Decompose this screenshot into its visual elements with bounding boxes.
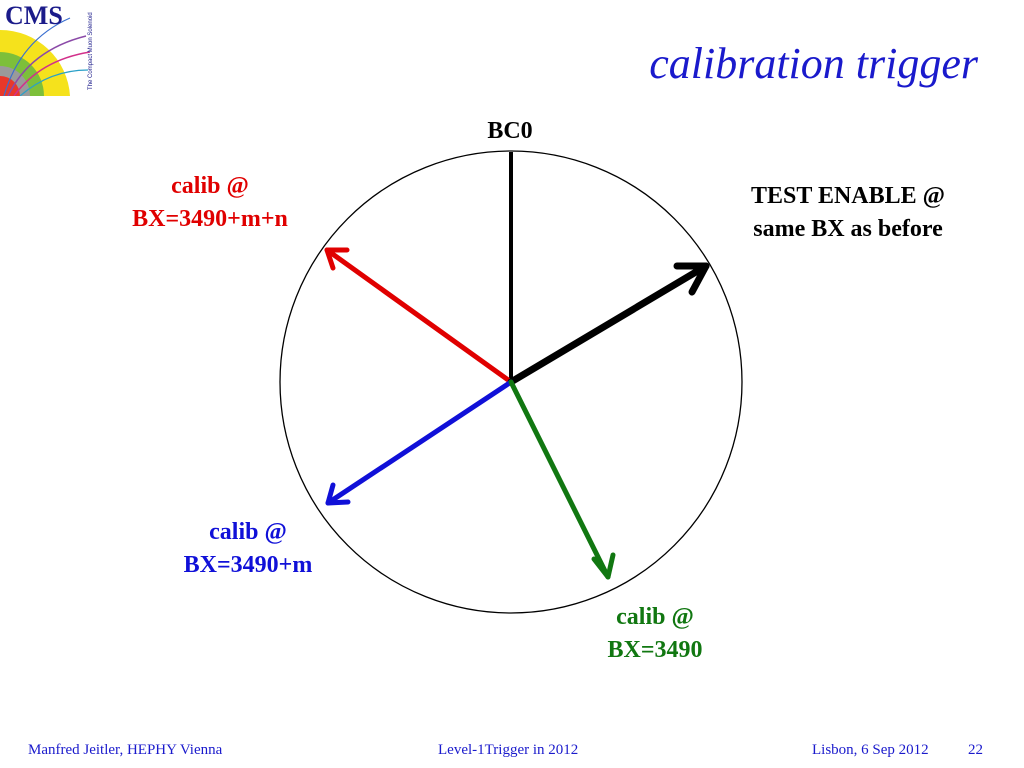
calib-red-line2: BX=3490+m+n [132,206,288,232]
red-arrow [324,247,514,385]
calib-blue-line1: calib @ [209,519,287,545]
test-enable-label: TEST ENABLE @ same BX as before [718,180,978,246]
cms-logo: CMS The Compact Muon Solenoid [0,0,100,96]
footer-venue: Lisbon, 6 Sep 2012 [812,742,929,758]
calib-green-line2: BX=3490 [607,637,703,663]
cms-logo-text: CMS [5,1,63,30]
calib-green-label: calib @ BX=3490 [560,601,750,667]
footer-author: Manfred Jeitler, HEPHY Vienna [28,742,223,758]
calib-green-line1: calib @ [616,604,694,630]
orbit-circle [279,150,743,614]
page-number: 22 [968,742,983,758]
calib-blue-line2: BX=3490+m [183,552,313,578]
green-arrow [508,379,616,580]
calib-red-line1: calib @ [171,173,249,199]
calib-red-label: calib @ BX=3490+m+n [110,170,310,236]
black-arrow [507,262,710,386]
test-enable-line1: TEST ENABLE @ [751,183,945,209]
test-enable-line2: same BX as before [753,216,943,242]
calib-blue-label: calib @ BX=3490+m [148,516,348,582]
footer-talk: Level-1Trigger in 2012 [438,742,579,758]
blue-arrow [325,379,514,506]
bc0-label: BC0 [487,118,533,144]
cms-logo-tagline: The Compact Muon Solenoid [88,12,94,90]
slide-title: calibration trigger [649,39,978,88]
